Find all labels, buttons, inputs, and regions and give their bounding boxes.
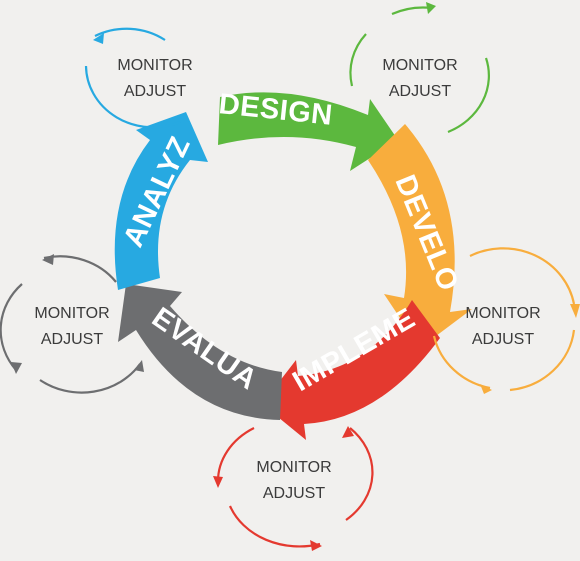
loop-implement-adjust: ADJUST [263, 485, 325, 502]
loop-implement-arrowhead-top [342, 426, 354, 438]
loop-evaluate-arrowhead-left [11, 362, 22, 374]
loop-implement: MONITOR ADJUST [213, 426, 374, 551]
loop-evaluate: MONITOR ADJUST [0, 254, 144, 394]
loop-develop-arc-right [509, 329, 576, 392]
loop-analyze-adjust: ADJUST [124, 83, 186, 100]
loop-analyze-arrowhead [93, 33, 104, 44]
loop-design-adjust: ADJUST [389, 83, 451, 100]
loop-implement-monitor: MONITOR [256, 459, 331, 476]
loop-design-monitor: MONITOR [382, 57, 457, 74]
phase-arrow-develop: DEVELOP [0, 0, 472, 348]
loop-analyze: MONITOR ADJUST [84, 27, 193, 129]
loop-develop-arrowhead-bottom [480, 384, 492, 394]
loop-analyze-monitor: MONITOR [117, 57, 192, 74]
phase-arrow-implement-shape [262, 300, 440, 440]
loop-evaluate-arc-left [0, 283, 23, 371]
loop-implement-arrowhead-left [213, 476, 223, 488]
loop-evaluate-arc-top [43, 255, 117, 283]
loop-develop-monitor: MONITOR [465, 305, 540, 322]
loop-implement-arrowhead-bottom [310, 540, 322, 551]
phase-arrow-develop-shape [368, 124, 472, 348]
loop-analyze-arc-bottom [84, 65, 181, 129]
phase-arrow-design-shape [218, 92, 398, 171]
loop-analyze-arc-top [94, 27, 166, 41]
loop-implement-arc-bottom [228, 505, 321, 548]
loop-develop-arc-top [469, 247, 576, 305]
loop-evaluate-monitor: MONITOR [34, 305, 109, 322]
phase-arrow-evaluate-shape [118, 284, 282, 420]
loop-design-arc-right [447, 57, 490, 134]
loop-develop: MONITOR ADJUST [432, 247, 580, 394]
loop-evaluate-arrowhead-top [42, 254, 54, 265]
loop-evaluate-arc-bottom [39, 363, 141, 394]
loop-design-arrowhead [426, 2, 436, 14]
phase-arrow-analyze: ANALYZE [0, 0, 208, 290]
loop-evaluate-adjust: ADJUST [41, 331, 103, 348]
phase-arrow-analyze-shape [114, 112, 208, 290]
loop-implement-arc-right [345, 427, 374, 521]
loop-develop-adjust: ADJUST [472, 331, 534, 348]
loop-develop-arrowhead-top [570, 304, 580, 318]
loop-design-arc-left [349, 33, 367, 87]
loop-evaluate-arrowhead-bottom [134, 360, 144, 372]
loop-implement-arc-left [216, 427, 255, 483]
loop-design: MONITOR ADJUST [349, 2, 490, 134]
loop-design-arc-top [391, 6, 433, 16]
